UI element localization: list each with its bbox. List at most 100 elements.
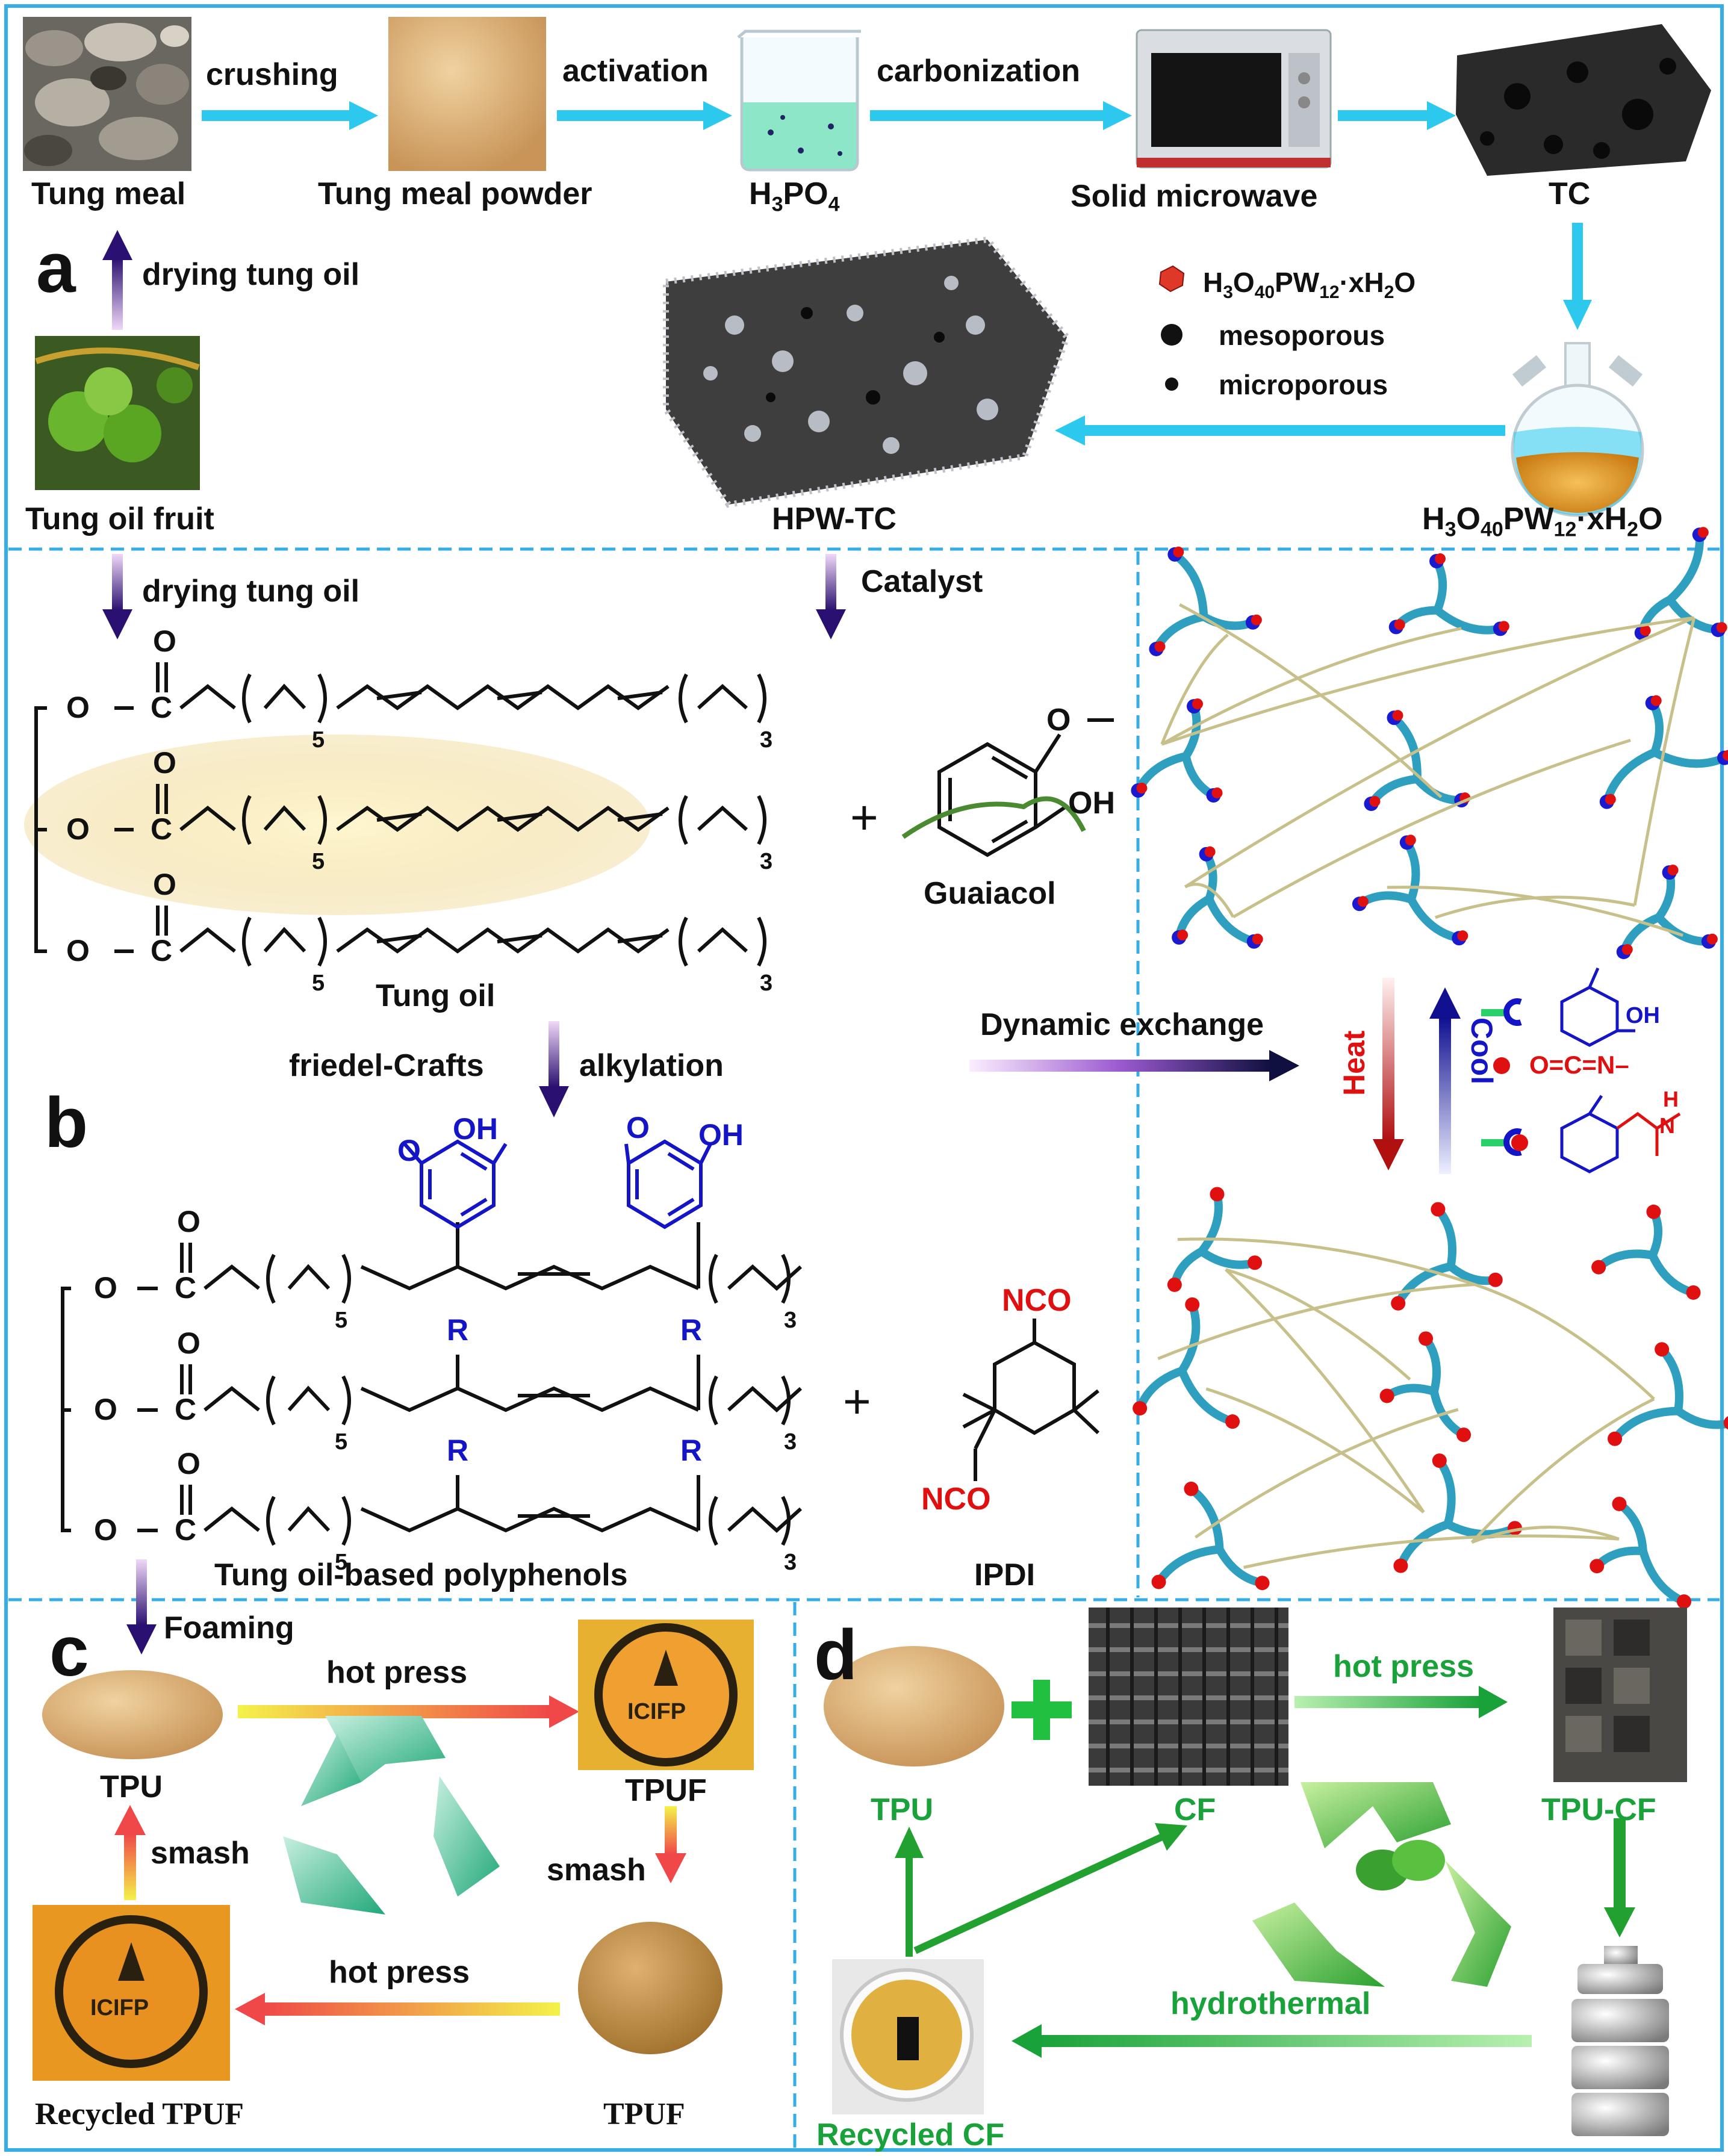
label-hot-press-d: hot press — [1333, 1649, 1475, 1684]
network-link — [1243, 1534, 1620, 1569]
ipdi-structure — [962, 1319, 1100, 1481]
network-free-end — [1391, 1296, 1406, 1311]
network-chain — [1593, 1546, 1647, 1571]
dissociated-network-bottom — [1133, 1187, 1728, 1609]
tung-oil-o-ester2: O — [66, 812, 90, 846]
network-bond-red — [1136, 782, 1148, 794]
network-free-end — [1456, 1427, 1472, 1443]
polyphenols-structure — [61, 1222, 803, 1546]
hpw-legend-o: O — [1232, 267, 1255, 298]
network-free-end — [1591, 1260, 1606, 1275]
recycled-cf-dish-photo — [832, 1959, 984, 2114]
network-free-end — [1225, 1414, 1240, 1429]
network-link — [1435, 895, 1635, 919]
label-microporous: microporous — [1219, 369, 1388, 400]
label-tpuf-bottom: TPUF — [603, 2097, 685, 2131]
network-bond-red — [1154, 641, 1166, 652]
network-chain — [1178, 1366, 1237, 1426]
network-free-end — [1167, 1277, 1182, 1292]
network-link — [1474, 1283, 1655, 1400]
network-link — [1184, 883, 1235, 918]
hpw-flask-h: H — [1422, 502, 1445, 536]
network-bond-red — [1723, 750, 1728, 761]
tc-carbon-photo — [1456, 24, 1711, 176]
h3po4-h: H — [749, 176, 772, 211]
network-link — [1225, 1268, 1411, 1381]
network-free-end — [1655, 1342, 1670, 1357]
hpw-flask-s2: 40 — [1480, 518, 1503, 541]
label-tpu-c: TPU — [100, 1769, 163, 1804]
phenol-ring-left — [403, 1139, 508, 1229]
network-chain — [1615, 1499, 1647, 1556]
label-cf: CF — [1174, 1792, 1216, 1827]
mesoporous-dot-icon — [1161, 324, 1183, 346]
label-hot-press-c-top: hot press — [326, 1655, 468, 1690]
network-chain — [1638, 1547, 1689, 1606]
network-bond-red — [1457, 930, 1468, 942]
label-heat: Heat — [1337, 1030, 1371, 1096]
hpw-flask-o2: O — [1638, 502, 1663, 536]
network-free-end — [1612, 1496, 1627, 1511]
label-smash-left: smash — [151, 1836, 250, 1871]
tung-oil-sub3-1: 3 — [760, 727, 773, 753]
network-bond-red — [1498, 621, 1509, 632]
hpw-legend-pw: PW — [1275, 267, 1320, 298]
tung-meal-powder-photo — [388, 17, 546, 171]
network-chain — [1433, 606, 1505, 635]
network-chain — [1648, 698, 1664, 757]
poly-oh-right: OH — [698, 1118, 744, 1152]
poly-o-ester1: O — [94, 1271, 117, 1305]
cf-fabric-photo — [1089, 1608, 1288, 1786]
label-drying-tung-oil-b: drying tung oil — [142, 574, 360, 609]
poly-r-2: R — [680, 1313, 703, 1347]
tung-meal-photo — [23, 17, 191, 171]
network-link — [1195, 1408, 1459, 1539]
network-chain — [1170, 550, 1208, 621]
network-bond-red — [1369, 796, 1381, 807]
network-bond-red — [1621, 944, 1633, 955]
network-bond-red — [1357, 896, 1369, 907]
guaiacol-o: O — [1046, 703, 1071, 738]
network-bond-red — [1639, 625, 1651, 636]
tung-oil-o-ester1: O — [66, 691, 90, 724]
poly-o1: O — [177, 1205, 200, 1238]
network-bond-red — [1204, 846, 1216, 857]
network-free-end — [1646, 1204, 1661, 1219]
hpw-flask-s1: 3 — [1444, 518, 1456, 541]
tung-oil-sub5-3: 5 — [312, 971, 325, 996]
label-catalyst: Catalyst — [861, 564, 983, 599]
network-free-end — [1133, 1401, 1148, 1416]
network-chain — [1611, 1406, 1683, 1443]
network-free-end — [1185, 1297, 1200, 1312]
network-link — [1633, 617, 1696, 906]
h3po4-sub1: 3 — [771, 193, 783, 216]
label-legend-hpw: H3O40PW12·xH2O — [1203, 269, 1416, 302]
tpuf-powder-photo — [578, 1922, 723, 2054]
label-h3po4: H3PO4 — [749, 178, 840, 214]
network-bond-red — [1716, 622, 1727, 633]
tung-oil-c3: C — [151, 934, 173, 968]
network-free-end — [1393, 1558, 1408, 1573]
label-tpuf-top: TPUF — [625, 1773, 707, 1808]
beaker-h3po4 — [737, 30, 861, 172]
network-bond-red — [1177, 930, 1189, 941]
network-bond-red — [1605, 794, 1616, 805]
network-bond-red — [1650, 695, 1662, 706]
plus-guaiacol: + — [850, 791, 878, 844]
exchange-isocyanate: O=C=N– — [1529, 1051, 1629, 1079]
tpuf-logo-text-top: ICIFP — [627, 1699, 686, 1724]
guaiacol-oh: OH — [1068, 786, 1115, 821]
arrow-tc-down — [1563, 223, 1592, 330]
network-bond-red — [1405, 834, 1416, 846]
poly-r-4: R — [680, 1434, 703, 1467]
network-bond-red — [1667, 865, 1679, 876]
poly-o-ester2: O — [94, 1393, 117, 1426]
network-chain — [1402, 838, 1420, 904]
label-friedel-crafts: friedel-Crafts — [289, 1048, 484, 1083]
network-link — [1157, 1283, 1475, 1361]
network-bond-red — [1706, 933, 1718, 945]
network-free-end — [1723, 1416, 1728, 1430]
hpw-hexagon-icon — [1158, 265, 1185, 293]
arrow-alkylation-down — [539, 1021, 569, 1117]
